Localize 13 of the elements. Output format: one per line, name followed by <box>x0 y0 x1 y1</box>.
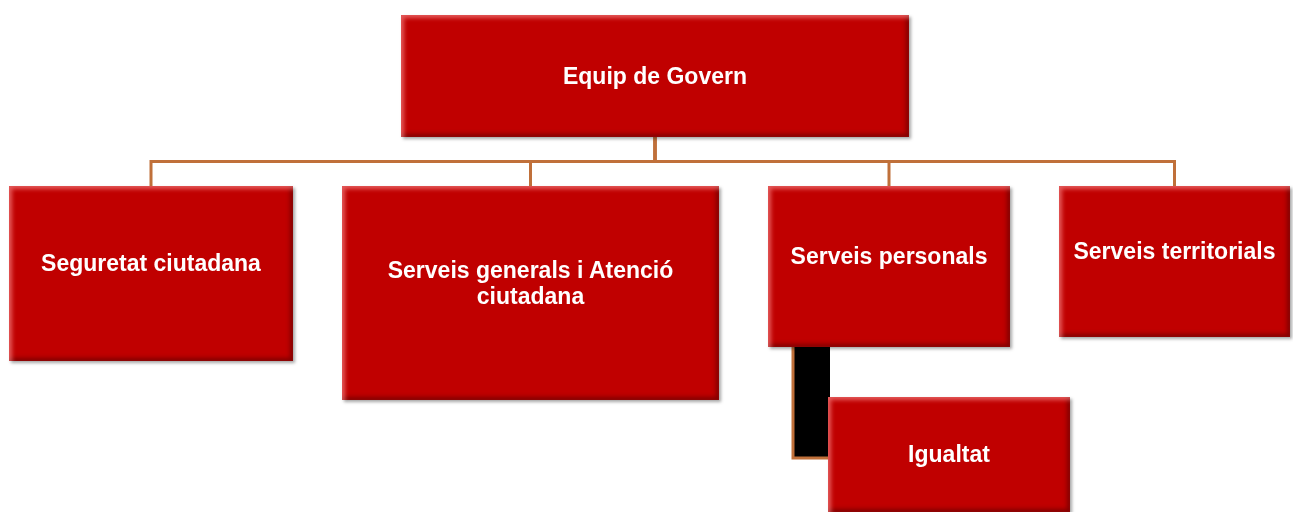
box-label: Equip de Govern <box>563 62 747 90</box>
box-label: Seguretat ciutadana <box>41 250 261 277</box>
org-box <box>9 186 293 361</box>
box-label: Igualtat <box>908 441 990 468</box>
org-box <box>342 186 719 400</box>
connector-line <box>653 137 1176 186</box>
org-box <box>401 15 909 137</box>
box-label: Serveis territorials <box>1073 238 1276 265</box>
org-box <box>768 186 1010 347</box>
box-label: Serveis generals i Atenció ciutadana <box>386 256 675 310</box>
org-box <box>828 397 1070 512</box>
org-box <box>1059 186 1290 337</box>
box-label: Serveis personals <box>790 243 988 270</box>
